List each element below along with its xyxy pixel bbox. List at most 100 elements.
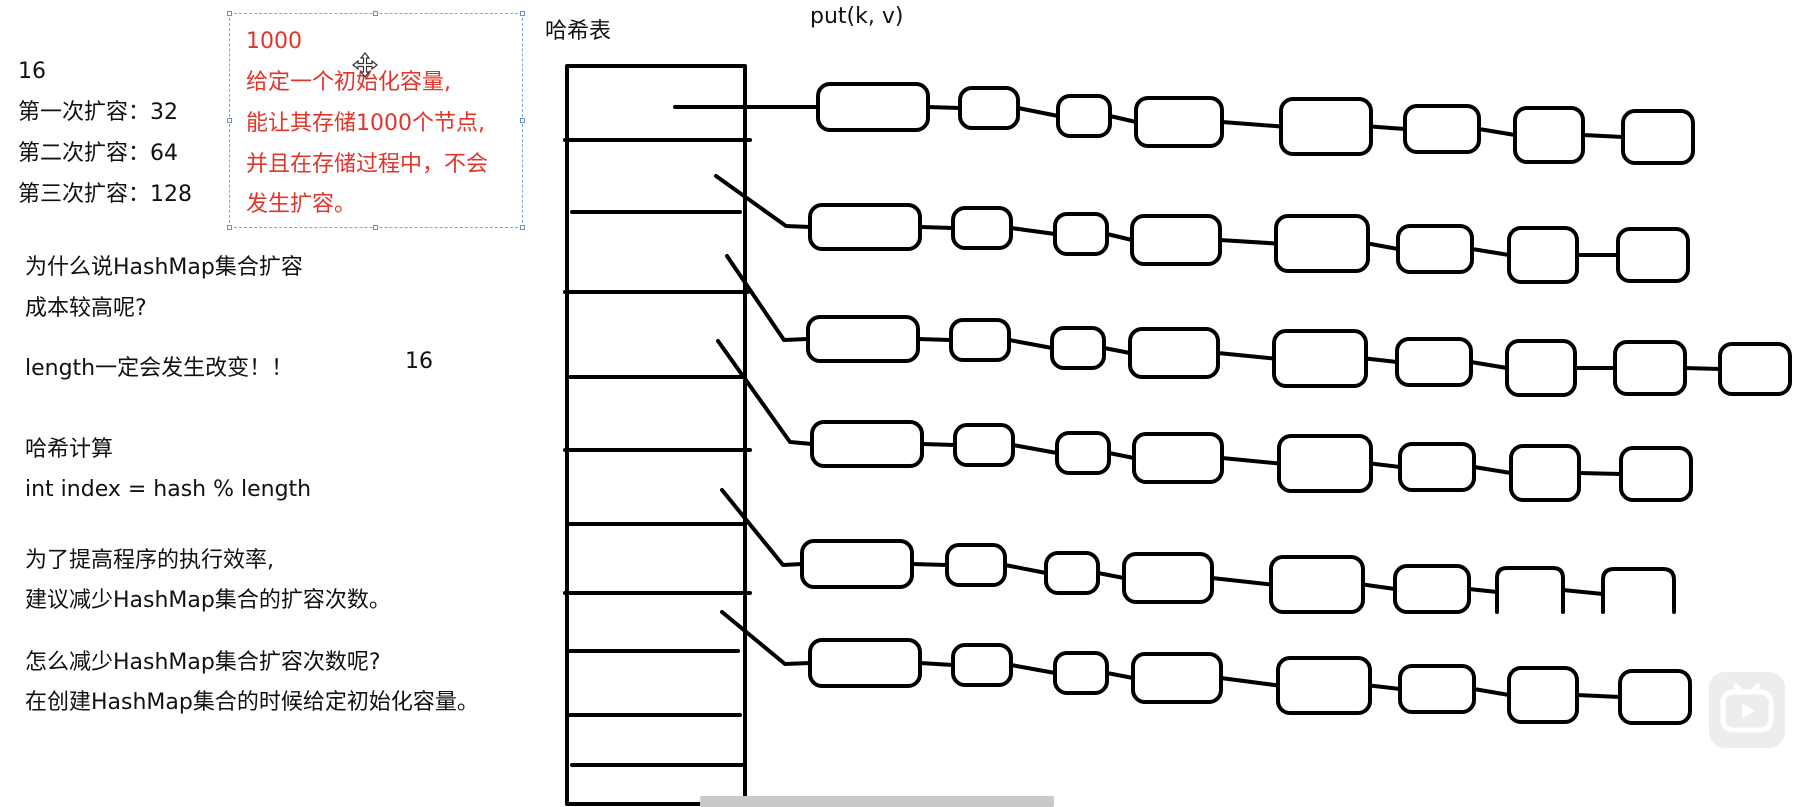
how-reduce-line2: 在创建HashMap集合的时候给定初始化容量。 [25,690,479,715]
chain-2-link-3 [1105,232,1134,242]
chain-5-link-2 [1003,563,1048,575]
chain-2-link-6 [1470,247,1511,257]
chain-6-link-7 [1575,693,1622,699]
chain-3-node-8 [1613,340,1687,396]
chain-4-node-7 [1509,444,1581,502]
chain-5-link-7 [1561,588,1605,596]
chain-1-link-7 [1581,133,1625,139]
chain-3-link-4 [1216,351,1276,361]
second-expansion-text: 第二次扩容：64 [18,141,178,166]
hash-table-title: 哈希表 [545,19,612,44]
chain-2-node-1 [808,203,922,251]
bucket-pointer-6 [720,610,812,666]
chain-4-link-7 [1577,471,1623,476]
player-widget[interactable] [1709,672,1785,748]
initial-capacity-text: 16 [18,59,46,84]
chain-5-node-5 [1269,555,1365,614]
chain-4-node-4 [1132,432,1224,484]
chain-6-node-6 [1398,664,1476,714]
chain-1-node-2 [958,86,1020,130]
resize-handle-bottom-right[interactable] [520,225,525,230]
resize-handle-bottom-left[interactable] [227,225,232,230]
chain-1-node-8 [1621,109,1695,165]
red-note-line5: 发生扩容。 [246,192,357,217]
chain-5-node-1 [800,539,914,589]
chain-1-node-1 [816,82,930,132]
hash-formula-text: int index = hash % length [25,477,312,502]
chain-1-node-7 [1513,106,1585,164]
chain-5-node-8 [1601,567,1676,614]
how-reduce-line1: 怎么减少HashMap集合扩容次数呢? [25,650,381,675]
chain-5-node-3 [1044,551,1100,595]
horizontal-scrollbar[interactable] [700,796,1054,807]
chain-6-link-6 [1472,687,1511,697]
chain-3-link-6 [1469,360,1509,370]
bucket-pointer-2 [714,174,812,229]
chain-4-node-1 [810,420,924,468]
length-change-text: length一定会发生改变！！ [25,356,294,381]
resize-handle-left[interactable] [227,118,232,123]
chain-3-link-3 [1102,346,1132,355]
chain-1-node-3 [1056,94,1112,138]
chain-5-link-6 [1467,587,1499,594]
chain-1-link-1 [926,105,962,110]
chain-4-node-6 [1398,442,1476,492]
chain-2-node-3 [1053,212,1109,256]
chain-4-node-2 [953,423,1015,467]
chain-3-link-8 [1683,366,1722,371]
resize-handle-top-right[interactable] [520,11,525,16]
hash-calc-title: 哈希计算 [25,437,114,462]
chain-2-node-6 [1396,224,1474,274]
chain-6-link-5 [1368,683,1402,691]
chain-6-node-1 [808,638,922,688]
chain-1-link-6 [1477,127,1517,137]
chain-3-node-7 [1505,339,1577,397]
chain-6-node-2 [951,643,1013,687]
red-note-line2: 给定一个初始化容量, [246,70,451,95]
chain-3-link-5 [1364,356,1399,364]
chain-1-link-5 [1369,124,1407,131]
chain-2-link-5 [1366,241,1400,251]
chain-5-link-5 [1361,582,1397,591]
chain-2-node-2 [951,206,1013,250]
chain-1-link-3 [1108,114,1138,124]
chain-4-link-5 [1369,461,1402,469]
resize-handle-top[interactable] [373,11,378,16]
chain-3-node-4 [1128,327,1220,379]
chain-4-link-2 [1011,443,1059,455]
chain-4-link-1 [920,442,957,447]
length-value-text: 16 [405,349,433,374]
question-cost-line2: 成本较高呢? [25,296,147,321]
chain-2-link-2 [1009,226,1057,236]
resize-handle-top-left[interactable] [227,11,232,16]
resize-handle-right[interactable] [520,118,525,123]
move-cursor-icon [352,52,378,78]
efficiency-line1: 为了提高程序的执行效率, [25,548,274,573]
question-cost-line1: 为什么说HashMap集合扩容 [25,255,303,280]
chain-2-node-7 [1507,226,1579,284]
chain-3-node-1 [806,315,920,363]
chain-1-link-2 [1016,106,1060,118]
chain-1-node-4 [1134,96,1224,148]
selected-text-box[interactable] [227,11,525,230]
put-method-label: put(k, v) [810,4,904,29]
bucket-pointer-5 [720,488,804,567]
chain-3-node-3 [1050,326,1106,370]
red-note-line1: 1000 [246,29,302,54]
chain-2-node-4 [1130,214,1222,266]
chain-2-link-1 [918,225,955,230]
chain-2-node-5 [1274,214,1370,273]
resize-handle-bottom[interactable] [373,225,378,230]
chain-3-node-2 [949,318,1011,362]
chain-6-link-2 [1009,663,1057,675]
chain-1-node-5 [1279,97,1373,156]
play-icon[interactable] [1709,672,1785,748]
chain-6-link-4 [1219,676,1280,688]
chain-5-node-4 [1122,552,1214,604]
red-note-line3: 能让其存储1000个节点, [246,111,485,136]
chain-3-node-6 [1395,337,1473,387]
chain-1-node-6 [1403,104,1481,154]
chain-5-link-3 [1096,571,1126,580]
chain-5-link-4 [1210,576,1273,587]
